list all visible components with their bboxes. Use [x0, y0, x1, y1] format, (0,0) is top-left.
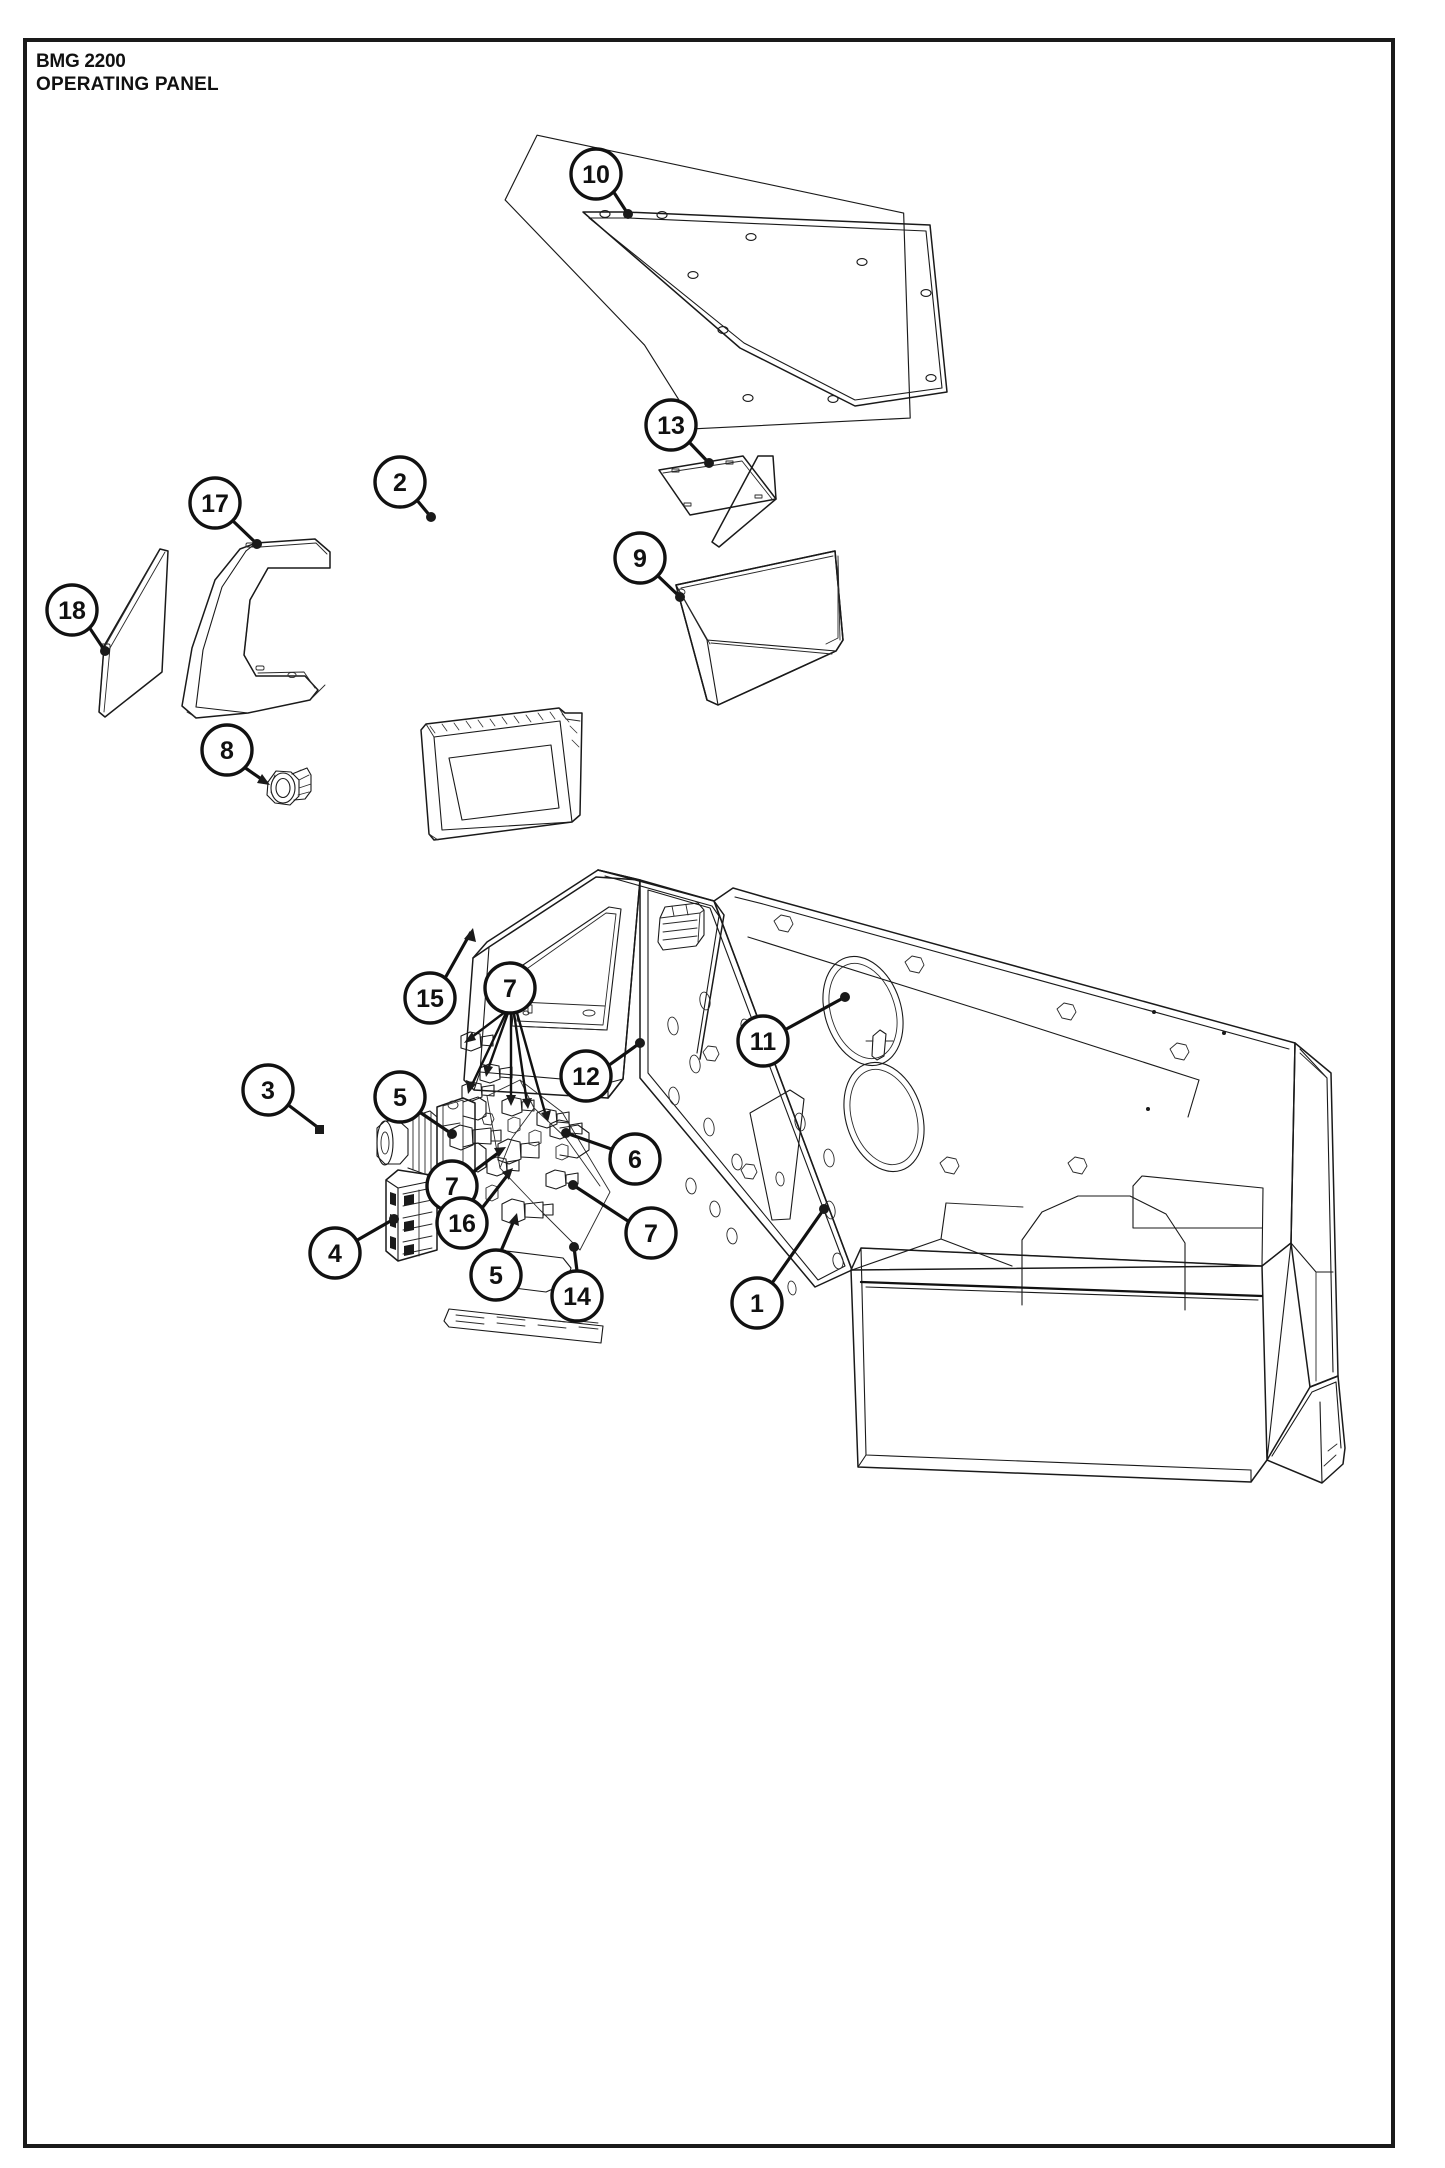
callout-12[interactable]: 12: [559, 1038, 645, 1103]
callout-2[interactable]: 2: [373, 455, 436, 522]
callout-bubble[interactable]: [613, 531, 667, 585]
callout-bubble[interactable]: [403, 971, 457, 1025]
callout-label: 10: [582, 161, 610, 189]
callout-bubble[interactable]: [736, 1014, 790, 1068]
callout-16[interactable]: 16: [435, 1168, 513, 1250]
callout-label: 5: [393, 1084, 407, 1112]
part-small-cover-plate: [658, 455, 777, 548]
callout-bubble[interactable]: [644, 398, 698, 452]
title-subject: OPERATING PANEL: [36, 74, 219, 95]
leader-dot: [252, 539, 262, 549]
callout-label: 1: [750, 1290, 764, 1318]
callout-bubble[interactable]: [241, 1063, 295, 1117]
part-display-bezel: [420, 707, 583, 841]
callout-label: 14: [563, 1283, 591, 1311]
part-control-box: [675, 550, 844, 706]
leader-dot: [840, 992, 850, 1002]
callout-bubble[interactable]: [200, 723, 254, 777]
callout-10[interactable]: 10: [569, 147, 633, 219]
callout-9[interactable]: 9: [613, 531, 685, 602]
callout-1[interactable]: 1: [730, 1204, 829, 1330]
callout-5-upper[interactable]: 5: [373, 1070, 457, 1139]
leader-dot: [426, 512, 436, 522]
leader-dot: [100, 646, 110, 656]
callout-18[interactable]: 18: [45, 583, 110, 656]
part-terminal-block: [385, 1169, 438, 1262]
callout-label: 18: [58, 597, 86, 625]
leader-dot: [569, 1242, 579, 1252]
callout-14[interactable]: 14: [550, 1242, 604, 1323]
leader-arrow: [464, 928, 476, 942]
callout-4[interactable]: 4: [308, 1214, 399, 1280]
leader-dot: [819, 1204, 829, 1214]
callout-13[interactable]: 13: [644, 398, 714, 468]
callout-label: 12: [572, 1063, 600, 1091]
callout-11[interactable]: 11: [736, 992, 850, 1068]
callout-6[interactable]: 6: [561, 1128, 662, 1186]
callout-label: 5: [489, 1262, 503, 1290]
leader-dot: [389, 1214, 399, 1224]
callout-label: 9: [633, 545, 647, 573]
leader-dot: [447, 1129, 457, 1139]
callout-layer: 10 13 9 2: [45, 147, 850, 1330]
callout-label: 13: [657, 412, 685, 440]
callout-bubble[interactable]: [373, 1070, 427, 1124]
callout-label: 4: [328, 1240, 342, 1268]
callout-label: 7: [445, 1173, 459, 1201]
callout-7-lower[interactable]: 7: [568, 1180, 678, 1260]
leader-dot: [623, 209, 633, 219]
callout-label: 16: [448, 1210, 476, 1238]
callout-bubble[interactable]: [730, 1276, 784, 1330]
callout-7-upper[interactable]: 7: [464, 961, 551, 1122]
leader-dot: [675, 592, 685, 602]
part-side-plate: [98, 548, 169, 718]
callout-15[interactable]: 15: [403, 928, 476, 1025]
callout-label: 2: [393, 469, 407, 497]
title-model: BMG 2200: [36, 51, 126, 72]
title-block: BMG 2200 OPERATING PANEL: [36, 50, 219, 96]
callout-bubble[interactable]: [188, 476, 242, 530]
callout-8[interactable]: 8: [200, 723, 270, 785]
leader-dot: [561, 1128, 571, 1138]
callout-label: 6: [628, 1146, 642, 1174]
callout-bubble[interactable]: [435, 1196, 489, 1250]
callout-label: 3: [261, 1077, 275, 1105]
callout-bubble[interactable]: [45, 583, 99, 637]
callout-3[interactable]: 3: [241, 1063, 324, 1134]
callout-label: 7: [644, 1220, 658, 1248]
leader-dot: [704, 458, 714, 468]
part-main-console-housing: [443, 869, 1346, 1484]
callout-bubble[interactable]: [624, 1206, 678, 1260]
leader-dot: [315, 1125, 324, 1134]
callout-bubble[interactable]: [550, 1269, 604, 1323]
callout-label: 11: [750, 1028, 777, 1056]
part-connector-socket: [266, 767, 312, 806]
callout-5-lower[interactable]: 5: [469, 1213, 523, 1302]
callout-bubble[interactable]: [308, 1226, 362, 1280]
leader-dot: [568, 1180, 578, 1190]
callout-17[interactable]: 17: [188, 476, 262, 549]
part-top-cover-plate: [504, 134, 948, 430]
callout-label: 7: [503, 975, 517, 1003]
part-relay-block: [657, 902, 705, 951]
callout-label: 17: [201, 490, 229, 518]
callout-bubble[interactable]: [469, 1248, 523, 1302]
callout-bubble[interactable]: [483, 961, 537, 1015]
callout-bubble[interactable]: [373, 455, 427, 509]
part-mounting-bracket: [181, 538, 331, 719]
callout-bubble[interactable]: [608, 1132, 662, 1186]
callout-bubble[interactable]: [559, 1049, 613, 1103]
leader-dot: [635, 1038, 645, 1048]
callout-label: 15: [416, 985, 444, 1013]
callout-label: 8: [220, 737, 234, 765]
callout-bubble[interactable]: [569, 147, 623, 201]
leader-arrow: [257, 774, 270, 785]
